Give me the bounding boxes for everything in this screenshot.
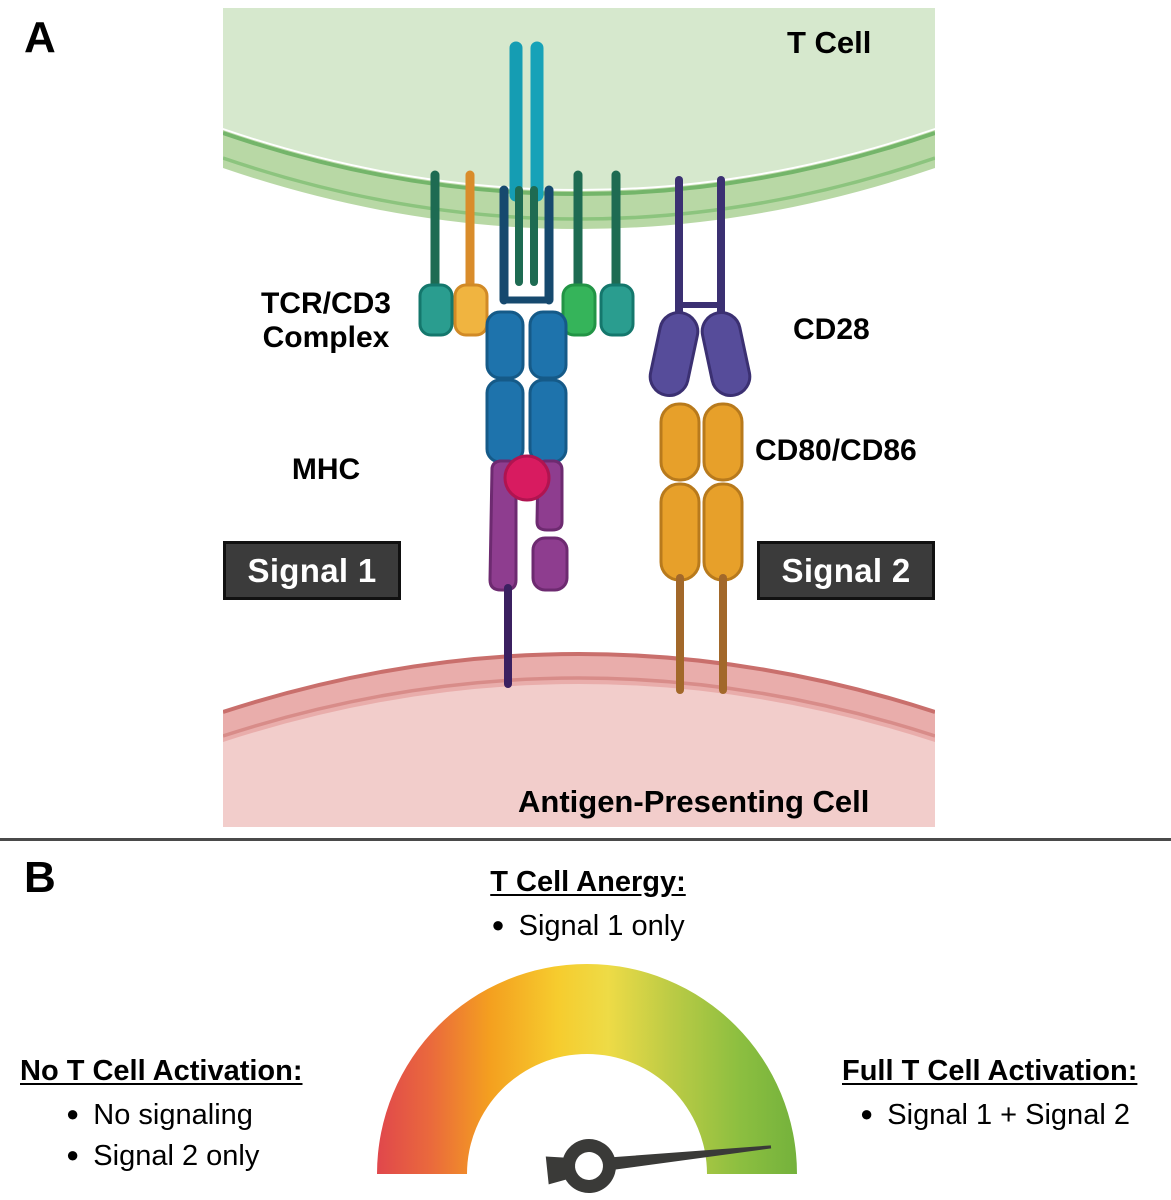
full-activation-heading: Full T Cell Activation:	[842, 1055, 1138, 1087]
apc-body	[223, 600, 935, 827]
gauge-needle	[545, 1139, 772, 1193]
bullet-icon: ●	[860, 1101, 874, 1127]
mhc-label: MHC	[291, 453, 361, 486]
panel-divider	[0, 838, 1171, 841]
tcr-stalks	[499, 185, 554, 305]
tcr-cd3-label-line2: Complex	[262, 320, 390, 354]
list-item-label: Signal 1 only	[518, 910, 685, 943]
tcr-domains	[485, 310, 568, 464]
list-item: ● Signal 1 + Signal 2	[860, 1095, 1171, 1136]
t-cell-label: T Cell	[787, 25, 872, 60]
panel-a-letter: A	[24, 13, 56, 62]
list-item: ● No signaling	[66, 1095, 350, 1136]
cd80-cd86-ligand	[659, 402, 744, 694]
list-item: ● Signal 2 only	[66, 1136, 350, 1177]
no-activation-block: No T Cell Activation: ● No signaling ● S…	[20, 1053, 350, 1178]
full-activation-list: ● Signal 1 + Signal 2	[842, 1095, 1171, 1136]
list-item-label: No signaling	[93, 1099, 253, 1132]
activation-gauge	[377, 964, 797, 1193]
anergy-list: ● Signal 1 only	[398, 906, 778, 947]
full-activation-block: Full T Cell Activation: ● Signal 1 + Sig…	[842, 1053, 1171, 1136]
cd80-cd86-label: CD80/CD86	[755, 434, 917, 467]
cd3-subunit-epsilon-right	[599, 170, 635, 337]
cd28-label: CD28	[793, 313, 870, 346]
no-activation-list: ● No signaling ● Signal 2 only	[20, 1095, 350, 1177]
cd28-receptor	[648, 176, 752, 397]
anergy-block: T Cell Anergy: ● Signal 1 only	[398, 864, 778, 947]
signal-2-badge: Signal 2	[757, 541, 935, 600]
bullet-icon: ●	[66, 1142, 80, 1168]
panel-b-letter: B	[24, 853, 56, 902]
cd3-zeta-chains	[509, 41, 544, 202]
tcr-cd3-label: TCR/CD3 Complex	[241, 287, 411, 354]
apc-label: Antigen-Presenting Cell	[518, 784, 870, 819]
panel-a-illustration	[223, 8, 935, 827]
list-item-label: Signal 2 only	[93, 1140, 260, 1173]
no-activation-heading: No T Cell Activation:	[20, 1055, 303, 1087]
list-item: ● Signal 1 only	[398, 906, 778, 947]
mhc-molecule	[488, 454, 569, 688]
cd3-subunit-gamma	[453, 170, 489, 337]
bullet-icon: ●	[491, 912, 505, 938]
gauge-arc	[377, 964, 797, 1174]
signal-1-badge: Signal 1	[223, 541, 401, 600]
cd3-subunit-epsilon-left	[418, 170, 454, 337]
bullet-icon: ●	[66, 1101, 80, 1127]
list-item-label: Signal 1 + Signal 2	[887, 1099, 1130, 1132]
anergy-heading: T Cell Anergy:	[490, 866, 686, 898]
tcr-cd3-label-line1: TCR/CD3	[260, 287, 391, 320]
cd3-subunit-delta	[561, 170, 597, 337]
